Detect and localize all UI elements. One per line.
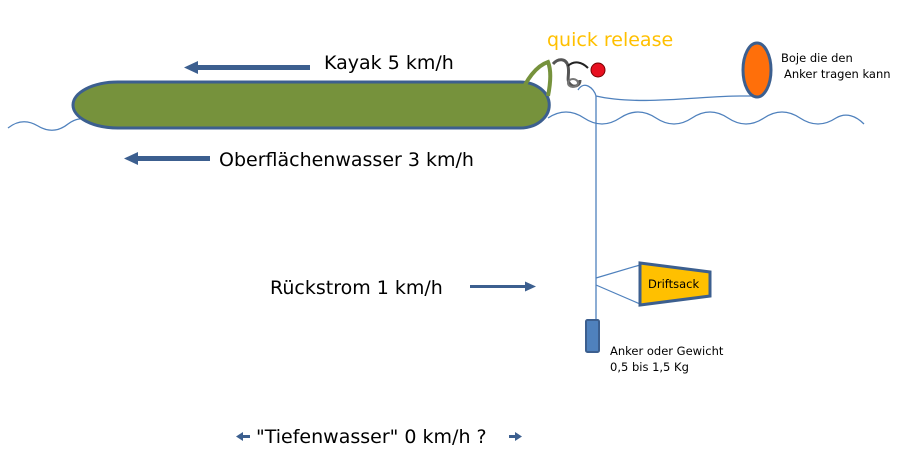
surface-water-arrow-left-icon [124, 152, 210, 165]
buoy-line [577, 84, 763, 102]
return-current-arrow-right-icon [470, 281, 536, 292]
water-surface-wave [7, 111, 865, 131]
kayak-arrow-left-icon [184, 61, 310, 74]
drift-sack-line-bottom [595, 284, 641, 305]
drift-sack-label: Driftsack [648, 277, 700, 291]
anchor-label-line2: 0,5 bis 1,5 Kg [610, 360, 689, 374]
buoy-label-line2: Anker tragen kann [784, 67, 891, 81]
deep-water-arrow-right-icon [509, 432, 522, 441]
kayak-handle [518, 59, 553, 97]
kayak-hull [71, 80, 551, 130]
deep-water-speed-label: "Tiefenwasser" 0 km/h ? [256, 426, 487, 448]
anchor-label-line1: Anker oder Gewicht [610, 344, 724, 358]
buoy-icon [741, 41, 773, 99]
surface-water-speed-label: Oberflächenwasser 3 km/h [219, 149, 474, 171]
drift-sack-icon [638, 261, 712, 307]
quick-release-label: quick release [547, 29, 674, 51]
quick-release-ball-icon [590, 62, 606, 78]
buoy-label-line1: Boje die den [781, 51, 853, 65]
anchor-weight-icon [585, 319, 600, 353]
kayak-speed-label: Kayak 5 km/h [324, 52, 454, 74]
deep-water-arrow-left-icon [236, 432, 250, 441]
quick-release-clip-icon [551, 58, 589, 88]
return-current-speed-label: Rückstrom 1 km/h [270, 277, 443, 299]
drift-sack-line-top [595, 264, 641, 279]
